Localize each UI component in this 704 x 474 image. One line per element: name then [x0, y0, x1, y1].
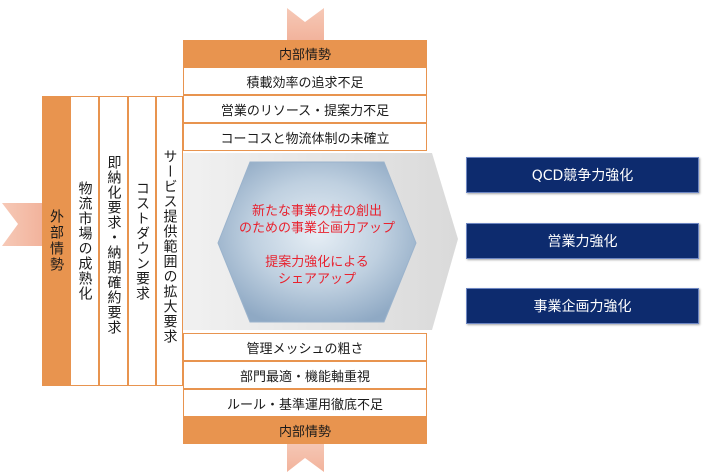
center-text-block-1: 新たな事業の柱の創出 のための事業企画力アップ: [220, 203, 414, 237]
external-item-2-label: 即納化要求・納期確約要求: [105, 155, 122, 335]
internal-bottom-item-2: 部門最適・機能軸重視: [183, 361, 427, 389]
external-item-3: コストダウン要求: [128, 96, 156, 386]
internal-top-header: 内部情勢: [183, 40, 427, 67]
external-item-2: 即納化要求・納期確約要求: [99, 96, 128, 386]
internal-bottom-item-1-label: 管理メッシュの粗さ: [246, 341, 364, 357]
center-text-block-2: 提案力強化による シェアアップ: [220, 254, 414, 288]
outcome-qcd: QCD競争力強化: [466, 157, 699, 193]
outcome-sales-label: 営業力強化: [547, 234, 618, 250]
internal-top-item-2: 営業のリソース・提案力不足: [183, 95, 427, 123]
left-pressure-arrow: [2, 203, 42, 246]
outcome-planning-label: 事業企画力強化: [533, 299, 632, 315]
internal-bottom-item-2-label: 部門最適・機能軸重視: [239, 369, 370, 385]
external-item-4: サービス提供範囲の拡大要求: [156, 96, 183, 386]
outcome-planning: 事業企画力強化: [466, 288, 699, 324]
internal-bottom-header-label: 内部情勢: [278, 425, 331, 440]
internal-top-header-label: 内部情勢: [278, 48, 331, 63]
outcome-qcd-label: QCD競争力強化: [531, 168, 634, 184]
internal-bottom-item-1: 管理メッシュの粗さ: [183, 333, 427, 361]
center-line-2: のための事業企画力アップ: [238, 221, 395, 236]
internal-bottom-header: 内部情勢: [183, 417, 427, 444]
external-item-1: 物流市場の成熟化: [70, 96, 99, 386]
center-line-3: 提案力強化による: [265, 255, 369, 270]
external-item-3-label: コストダウン要求: [134, 181, 150, 301]
bottom-pressure-arrow: [287, 440, 324, 472]
external-header-label: 外部情勢: [48, 209, 64, 273]
internal-bottom-item-3-label: ルール・基準運用徹底不足: [226, 397, 383, 413]
external-item-1-label: 物流市場の成熟化: [76, 181, 93, 301]
external-item-4-label: サービス提供範囲の拡大要求: [161, 149, 178, 344]
internal-top-item-2-label: 営業のリソース・提案力不足: [220, 103, 390, 119]
internal-top-item-3-label: コーコスと物流体制の未確立: [220, 131, 390, 147]
top-pressure-arrow: [287, 8, 324, 40]
external-header: 外部情勢: [42, 96, 70, 386]
internal-bottom-item-3: ルール・基準運用徹底不足: [183, 389, 427, 417]
central-hexagon: [217, 161, 417, 323]
center-line-1: 新たな事業の柱の創出: [251, 204, 382, 219]
internal-top-item-1: 積載効率の追求不足: [183, 67, 427, 95]
center-line-4: シェアアップ: [277, 272, 356, 287]
internal-top-item-3: コーコスと物流体制の未確立: [183, 123, 427, 151]
internal-top-item-1-label: 積載効率の追求不足: [246, 75, 364, 91]
outcome-sales: 営業力強化: [466, 223, 699, 259]
